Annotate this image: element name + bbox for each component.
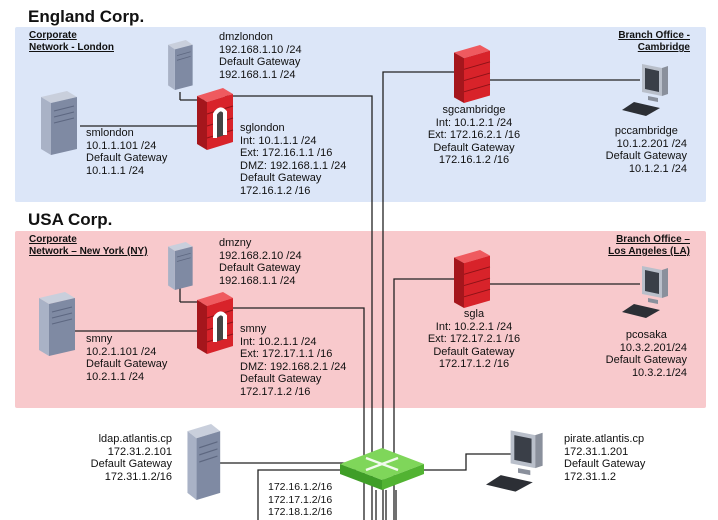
firewall-icon <box>197 292 234 354</box>
link-pirate-switch <box>410 453 520 471</box>
server-icon <box>168 242 193 290</box>
england-region <box>15 27 706 202</box>
link-sglondon-switch <box>225 95 373 520</box>
workstation-icon <box>622 64 668 116</box>
switch-icon <box>340 448 424 490</box>
server-icon <box>168 40 193 90</box>
firewall-icon <box>454 45 491 103</box>
cambridge-office-label: Branch Office - Cambridge <box>618 30 690 53</box>
england-title: England Corp. <box>28 7 145 26</box>
firewall-icon <box>454 250 491 308</box>
london-network-label: Corporate Network - London <box>29 30 114 53</box>
link-sgla-switch <box>393 278 460 520</box>
usa-title: USA Corp. <box>28 210 113 229</box>
server-icon <box>39 292 75 356</box>
ny-network-label: Corporate Network – New York (NY) <box>29 234 148 257</box>
server-icon <box>187 424 221 500</box>
server-icon <box>41 91 77 155</box>
workstation-icon <box>622 266 668 318</box>
workstation-icon <box>486 430 543 492</box>
firewall-icon <box>197 88 234 150</box>
usa-region <box>15 231 706 408</box>
link-sgny-switch <box>225 307 365 520</box>
link-sgcambridge-switch <box>382 71 465 520</box>
la-office-label: Branch Office – Los Angeles (LA) <box>608 234 690 257</box>
